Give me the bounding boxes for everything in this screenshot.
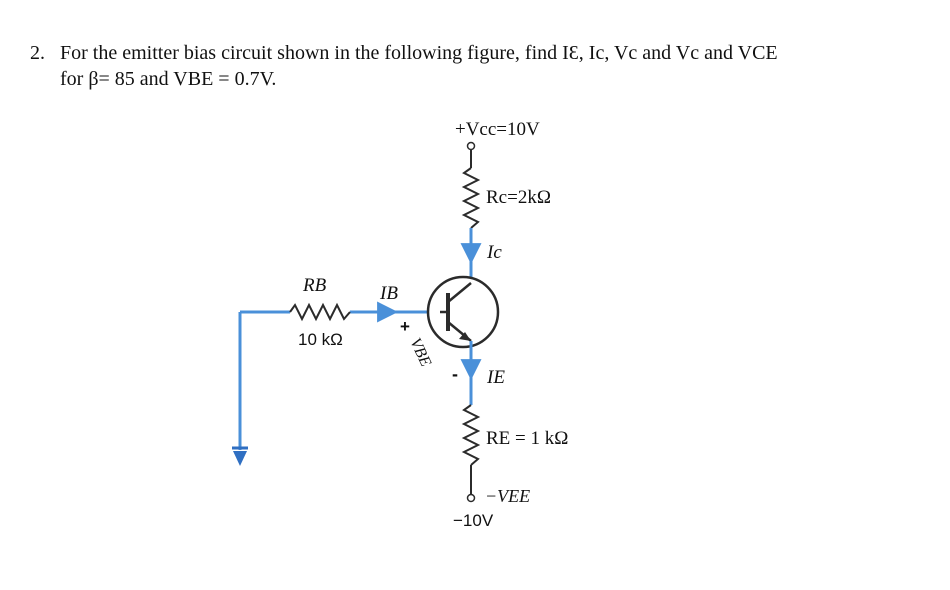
question-line-1: 2. For the emitter bias circuit shown in …	[30, 40, 930, 66]
rc-resistor	[461, 167, 481, 229]
rc-label: Rc=2kΩ	[486, 187, 551, 208]
vbe-plus-label: +	[400, 317, 410, 336]
vee-terminal	[466, 493, 476, 503]
rb-value-label: 10 kΩ	[298, 330, 343, 349]
vee-label: −VEE	[485, 486, 530, 506]
vcc-terminal	[466, 141, 476, 151]
ie-label: IE	[486, 367, 505, 388]
re-resistor	[461, 404, 481, 466]
question-number: 2.	[30, 42, 45, 64]
rb-resistor	[289, 302, 351, 322]
ic-label: Ic	[486, 242, 502, 263]
npn-transistor	[426, 275, 500, 349]
vcc-label: +Vcc=10V	[455, 119, 540, 140]
rb-label: RB	[302, 275, 327, 296]
question-line-2: for β= 85 and VBE = 0.7V.	[60, 68, 277, 90]
question-text: 2. For the emitter bias circuit shown in …	[30, 40, 930, 92]
vbe-label: VBE	[406, 336, 434, 370]
ground-symbol	[232, 446, 248, 466]
re-label: RE = 1 kΩ	[486, 428, 568, 449]
ib-label: IB	[379, 283, 398, 304]
question-line-1-text: For the emitter bias circuit shown in th…	[60, 42, 778, 64]
vee-value-label: −10V	[453, 511, 494, 530]
vbe-minus-label: -	[452, 364, 458, 384]
